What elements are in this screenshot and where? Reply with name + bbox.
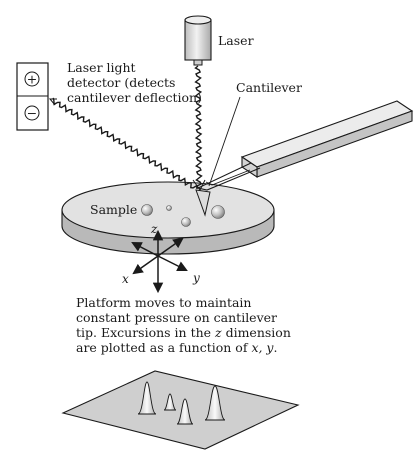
sample-sphere bbox=[166, 205, 172, 211]
laser-light-detector: + − bbox=[16, 62, 49, 131]
detector-label-line1: Laser light bbox=[67, 60, 136, 75]
laser-top-cap bbox=[184, 15, 212, 25]
cantilever-assembly bbox=[195, 100, 414, 217]
beam-arrowhead bbox=[48, 98, 57, 106]
detector-label-line2: detector (detects bbox=[67, 75, 175, 90]
topography-peak bbox=[204, 385, 226, 421]
z-axis-label: z bbox=[150, 222, 158, 236]
cantilever-arm-inner bbox=[205, 169, 251, 186]
caption-line4: are plotted as a function of x, y. bbox=[76, 340, 277, 355]
cantilever-label: Cantilever bbox=[236, 80, 302, 95]
topography-peak bbox=[163, 393, 177, 411]
laser-nozzle bbox=[193, 59, 203, 66]
laser-beam-incident bbox=[194, 65, 203, 187]
sample-sphere bbox=[181, 217, 191, 227]
caption-line3-z: z bbox=[214, 325, 222, 340]
x-axis-arrow-back bbox=[157, 237, 184, 257]
detector-label-line3: cantilever deflection) bbox=[67, 90, 202, 105]
caption-line3-part1: tip. Excursions in the bbox=[76, 325, 215, 340]
topography-peak bbox=[176, 398, 194, 425]
laser-device bbox=[184, 15, 212, 66]
caption-line1: Platform moves to maintain bbox=[76, 295, 251, 310]
sample-platform bbox=[61, 181, 275, 255]
topography-peak bbox=[137, 381, 157, 415]
detector-plus-sign: + bbox=[27, 72, 37, 87]
laser-body bbox=[184, 19, 212, 61]
cantilever-tip bbox=[195, 189, 211, 217]
y-axis-arrow-front bbox=[157, 255, 188, 271]
caption-line2: constant pressure on cantilever bbox=[76, 310, 277, 325]
cantilever-leader-line bbox=[208, 96, 241, 187]
sample-sphere bbox=[211, 205, 225, 219]
cantilever-holder-top bbox=[240, 100, 414, 168]
y-axis-label: y bbox=[192, 271, 200, 285]
sample-sphere bbox=[141, 204, 153, 216]
cantilever-arm bbox=[196, 162, 261, 191]
sample-particles bbox=[141, 204, 225, 227]
caption-line4-xy: x, y bbox=[251, 340, 274, 355]
beam-arrowhead bbox=[192, 179, 206, 191]
cantilever-holder-side bbox=[241, 155, 258, 179]
x-axis-arrow-front bbox=[132, 255, 159, 275]
laser-beam-reflected bbox=[52, 97, 198, 190]
sample-label: Sample bbox=[90, 202, 137, 217]
caption-line3: tip. Excursions in the z dimension bbox=[76, 325, 291, 340]
y-axis-arrow-back bbox=[131, 242, 159, 257]
detector-plus-icon bbox=[24, 71, 40, 87]
laser-label: Laser bbox=[218, 33, 254, 48]
caption-line3-part2: dimension bbox=[222, 325, 291, 340]
axis-arrows bbox=[131, 229, 188, 294]
plot-plane bbox=[61, 370, 300, 450]
caption-line4-part1: are plotted as a function of bbox=[76, 340, 251, 355]
topography-plot bbox=[61, 370, 300, 450]
detector-minus-sign: − bbox=[27, 106, 37, 121]
x-axis-label: x bbox=[122, 272, 129, 286]
caption-line4-part2: . bbox=[274, 340, 278, 355]
detector-minus-icon bbox=[24, 105, 40, 121]
